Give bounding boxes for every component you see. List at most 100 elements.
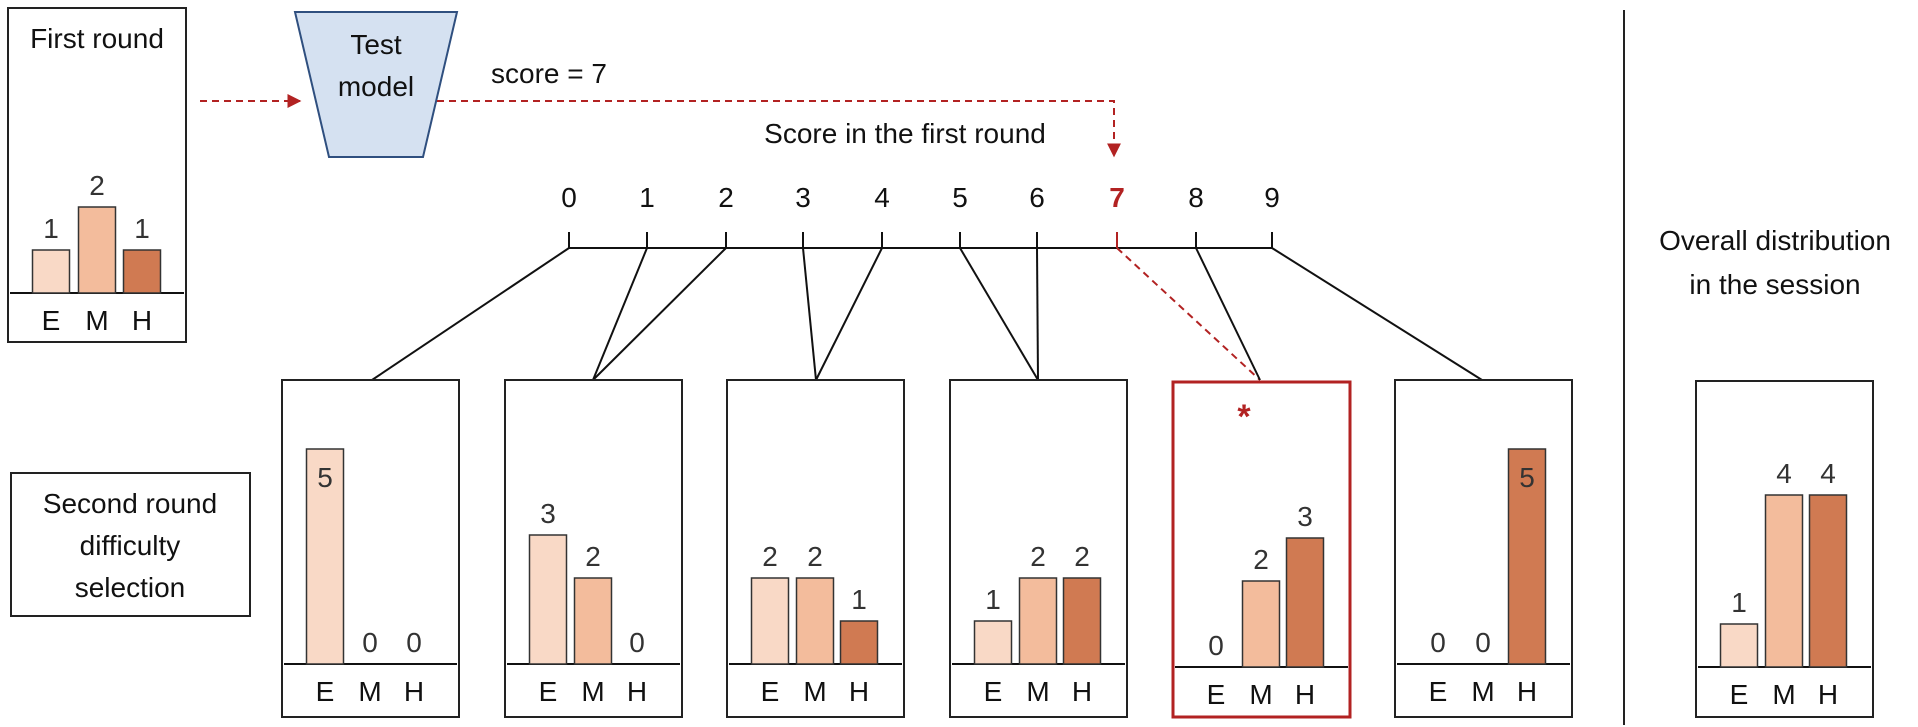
connector-score-6 [1036, 247, 1039, 381]
score-tick-label-5: 5 [952, 182, 968, 213]
score-tick-label-7: 7 [1109, 182, 1125, 213]
first-round-category-e: E [42, 305, 61, 336]
panel-1-value-m: 0 [362, 627, 378, 658]
panel-2-bar-m [573, 577, 613, 665]
overall-value-m: 4 [1776, 458, 1792, 489]
panel-3-bar-m [795, 577, 835, 665]
score-tick-label-0: 0 [561, 182, 577, 213]
test-model-label-line1: Test [350, 29, 402, 60]
first-round-category-h: H [132, 305, 152, 336]
panel-3-value-e: 2 [762, 541, 778, 572]
score-tick-label-3: 3 [795, 182, 811, 213]
panel-3-category-h: H [849, 676, 869, 707]
panel-1-category-h: H [404, 676, 424, 707]
panel-5-bar-m [1241, 580, 1281, 668]
panel-1-category-m: M [358, 676, 381, 707]
panel-3-value-h: 1 [851, 584, 867, 615]
second-round-label-box: Second round difficulty selection [10, 472, 251, 617]
second-round-label-line1: Second round [43, 488, 217, 519]
panel-5-value-h: 3 [1297, 501, 1313, 532]
first-round-panel: First round 1E 2M 1H [7, 7, 187, 343]
panel-6-value-e: 0 [1430, 627, 1446, 658]
overall-bar-e [1719, 623, 1759, 668]
panel-2-category-h: H [627, 676, 647, 707]
score-arrow [437, 100, 1121, 158]
score-axis-title: Score in the first round [764, 118, 1046, 149]
panel-4-category-h: H [1072, 676, 1092, 707]
panel-4-bar-m [1018, 577, 1058, 665]
panel-3-category-m: M [803, 676, 826, 707]
panel-6-bar-h [1507, 448, 1547, 665]
panel-5-category-h: H [1295, 679, 1315, 710]
overall-bar-h [1808, 494, 1848, 668]
second-round-label-line2: difficulty [80, 530, 181, 561]
panel-3-bar-e [750, 577, 790, 665]
connector-score-4 [815, 247, 883, 381]
panel-2-value-m: 2 [585, 541, 601, 572]
connector-score-0 [371, 247, 570, 381]
first-round-title: First round [30, 23, 164, 54]
first-round-bar-m [77, 206, 117, 294]
panel-2-category-m: M [581, 676, 604, 707]
panel-3-value-m: 2 [807, 541, 823, 572]
connector-score-5 [959, 247, 1039, 381]
panel-1-value-h: 0 [406, 627, 422, 658]
panel-2-category-e: E [539, 676, 558, 707]
first-round-value-e: 1 [43, 213, 59, 244]
connector-score-2 [592, 247, 727, 381]
score-label: score = 7 [491, 58, 607, 89]
score-tick-label-4: 4 [874, 182, 890, 213]
overall-bar-m [1764, 494, 1804, 668]
panel-6-value-m: 0 [1475, 627, 1491, 658]
second-round-label-line3: selection [75, 572, 186, 603]
score-tick-label-8: 8 [1188, 182, 1204, 213]
overall-category-h: H [1818, 679, 1838, 710]
overall-value-e: 1 [1731, 587, 1747, 618]
second-round-label-frame [10, 472, 251, 617]
selected-marker: * [1237, 398, 1251, 436]
connector-score-3 [802, 247, 817, 381]
test-model-block: Test model [293, 11, 459, 158]
first-round-bars: 1E 2M 1H [10, 170, 184, 336]
panel-5-value-e: 0 [1208, 630, 1224, 661]
panel-1-bar-e [305, 448, 345, 665]
test-model-label-line2: model [338, 71, 414, 102]
panel-4-bar-h [1062, 577, 1102, 665]
panel-6-category-m: M [1471, 676, 1494, 707]
first-round-value-m: 2 [89, 170, 105, 201]
first-round-bar-e [31, 249, 71, 294]
panel-6-value-h: 5 [1519, 462, 1535, 493]
panel-6-category-h: H [1517, 676, 1537, 707]
first-round-bar-h [122, 249, 162, 294]
overall-value-h: 4 [1820, 458, 1836, 489]
panel-5-bar-h [1285, 537, 1325, 668]
panel-4-value-e: 1 [985, 584, 1001, 615]
score-to-panel-connectors [371, 247, 1483, 381]
second-round-panel-3: 2E 2M 1H [726, 379, 905, 718]
panel-3-category-e: E [761, 676, 780, 707]
panel-6-category-e: E [1429, 676, 1448, 707]
panel-5-category-m: M [1249, 679, 1272, 710]
panel-3-bar-h [839, 620, 879, 665]
panel-4-category-e: E [984, 676, 1003, 707]
overall-title-line1: Overall distribution [1659, 225, 1891, 256]
overall-category-e: E [1730, 679, 1749, 710]
score-tick-label-9: 9 [1264, 182, 1280, 213]
panel-4-value-m: 2 [1030, 541, 1046, 572]
overall-title-line2: in the session [1689, 269, 1860, 300]
first-round-category-m: M [85, 305, 108, 336]
panel-2-value-e: 3 [540, 498, 556, 529]
panel-1-value-e: 5 [317, 462, 333, 493]
panel-4-value-h: 2 [1074, 541, 1090, 572]
panel-2-bar-e [528, 534, 568, 665]
connector-score-7 [1116, 247, 1261, 381]
first-round-value-h: 1 [134, 213, 150, 244]
